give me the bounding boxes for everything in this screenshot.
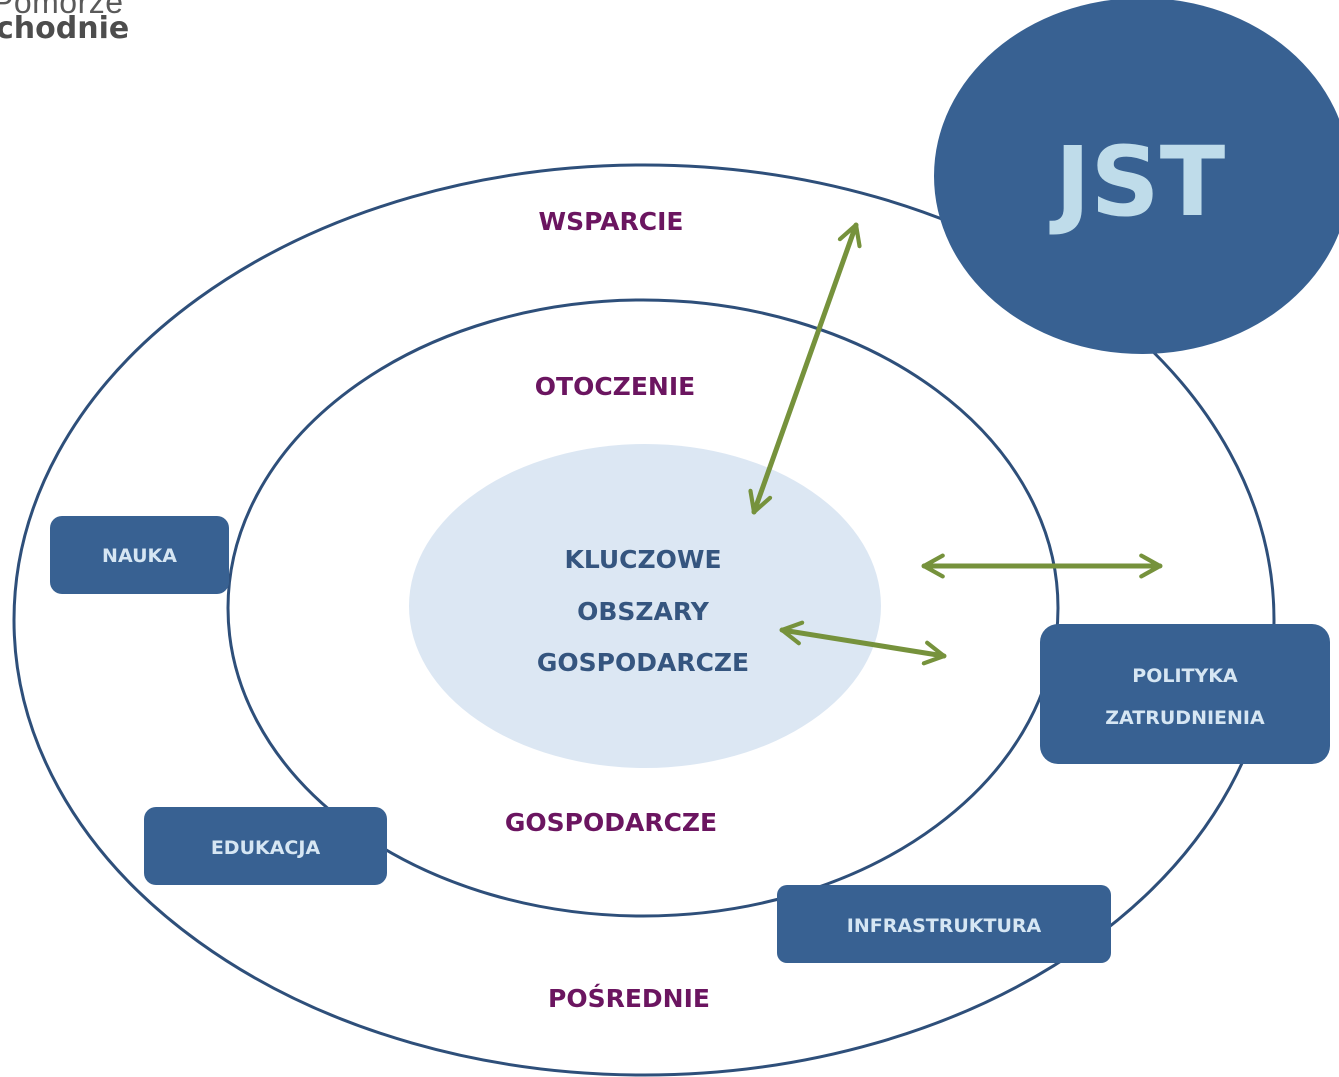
- box-polityka-zatrudnienia: POLITYKA ZATRUDNIENIA: [1040, 624, 1330, 764]
- logo-line-2: chodnie: [0, 11, 130, 46]
- jst-label: JST: [1049, 126, 1225, 238]
- arrow-core-to-otoczenie: [779, 620, 947, 666]
- label-otoczenie: OTOCZENIE: [535, 372, 695, 401]
- box-infrastruktura: INFRASTRUKTURA: [777, 885, 1111, 963]
- box-nauka-label: NAUKA: [102, 545, 177, 567]
- box-nauka: NAUKA: [50, 516, 229, 594]
- box-polityka-label-line-1: POLITYKA: [1132, 665, 1238, 687]
- label-wsparcie: WSPARCIE: [539, 207, 684, 236]
- inner-ring: [226, 298, 1060, 918]
- box-polityka-label-line-2: ZATRUDNIENIA: [1105, 707, 1265, 729]
- outer-ring: [12, 163, 1276, 1077]
- box-edukacja-label: EDUKACJA: [211, 837, 321, 859]
- label-gospodarcze-ring: GOSPODARCZE: [505, 808, 717, 837]
- label-posrednie: POŚREDNIE: [548, 983, 710, 1013]
- core-label-line-1: KLUCZOWE: [564, 545, 721, 574]
- logo: Pomorze chodnie: [0, 0, 129, 44]
- box-edukacja: EDUKACJA: [144, 807, 387, 885]
- core-label-line-3: GOSPODARCZE: [537, 648, 749, 677]
- logo-line-1: Pomorze: [0, 0, 124, 20]
- core-label-line-2: OBSZARY: [577, 597, 710, 626]
- core-ellipse: [409, 444, 881, 768]
- jst-circle: [934, 0, 1339, 354]
- box-infrastruktura-label: INFRASTRUKTURA: [847, 915, 1042, 937]
- arrow-core-to-wsparcie: [748, 222, 862, 515]
